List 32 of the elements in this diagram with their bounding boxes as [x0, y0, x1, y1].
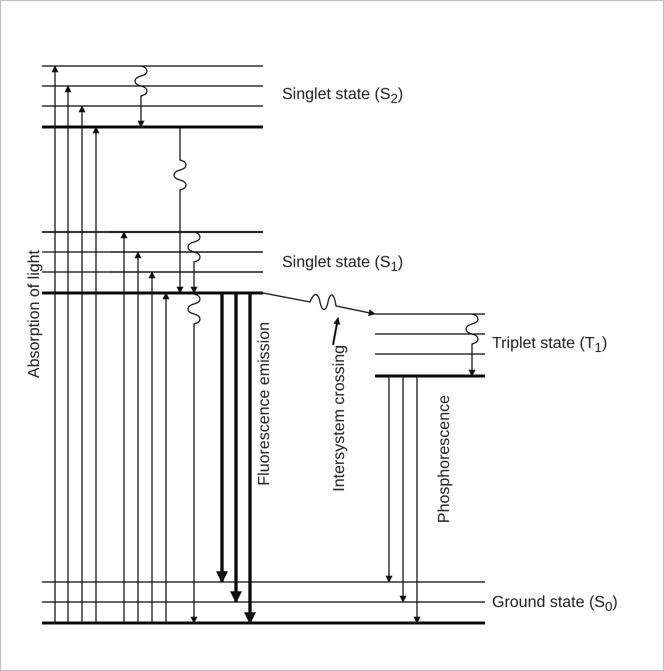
arrow [92, 126, 100, 623]
process-label: Intersystem crossing [331, 345, 349, 492]
wavy-arrow [174, 127, 187, 294]
arrow [414, 376, 420, 624]
arrow [386, 376, 392, 583]
arrow [400, 376, 406, 603]
wavy-arrow [262, 292, 376, 316]
process-label: Absorption of light [26, 250, 44, 378]
wavy-arrow [188, 292, 200, 624]
arrow [230, 293, 242, 604]
wavy-arrow [134, 65, 148, 128]
arrow [216, 293, 228, 584]
state-label: Singlet state (S$_{2}$) [282, 86, 404, 106]
energy-level-band [42, 64, 263, 129]
state-label: Singlet state (S$_{1}$) [282, 254, 404, 274]
leader-line [332, 317, 340, 346]
state-label: Ground state (S$_{0}$) [492, 594, 618, 614]
process-label: Fluorescence emission [256, 322, 274, 486]
energy-level-band [375, 312, 485, 378]
arrow [148, 271, 156, 623]
wavy-arrow [465, 313, 479, 377]
process-label: Phosphorescence [436, 395, 454, 524]
energy-level-band [42, 580, 485, 625]
wavy-arrow [187, 231, 201, 294]
arrow [134, 251, 142, 623]
arrow [78, 105, 86, 623]
state-label: Triplet state (T$_{1}$) [492, 335, 608, 356]
arrow [120, 231, 128, 623]
arrow [52, 65, 58, 623]
arrow [64, 85, 72, 623]
arrow [244, 293, 256, 624]
arrow [162, 292, 170, 623]
